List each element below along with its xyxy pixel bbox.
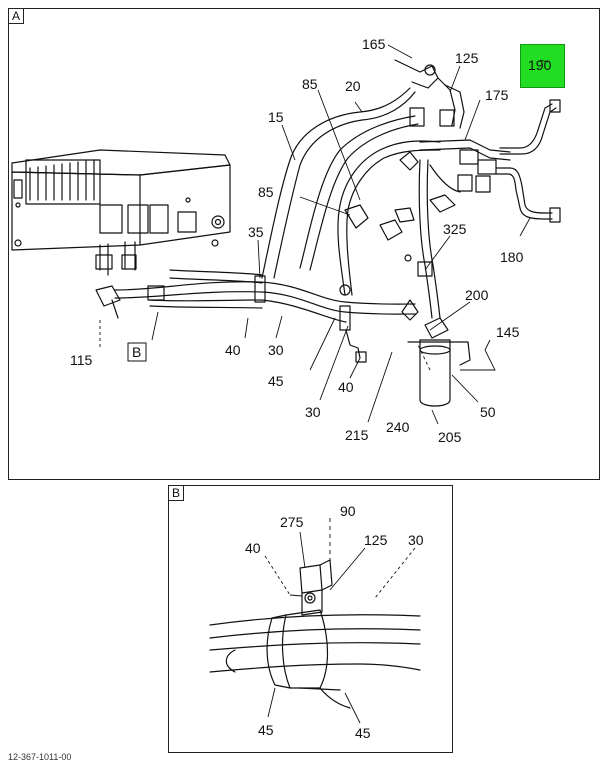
center-fittings xyxy=(339,204,415,296)
hose-lower-pair xyxy=(114,269,416,323)
callout-190-highlight[interactable] xyxy=(520,44,565,88)
leader-lines-a xyxy=(99,44,549,425)
callout-215[interactable]: 215 xyxy=(345,427,369,443)
callout-205[interactable]: 205 xyxy=(438,429,462,445)
callout-40-left[interactable]: 40 xyxy=(225,342,241,358)
hose-15-20-bundle xyxy=(261,87,441,296)
callout-15[interactable]: 15 xyxy=(268,109,284,125)
pipe-190 xyxy=(499,99,561,155)
view-b-panel: B xyxy=(168,485,453,753)
callout-30-left[interactable]: 30 xyxy=(268,342,284,358)
callout-b-45-right[interactable]: 45 xyxy=(355,725,371,741)
callout-240[interactable]: 240 xyxy=(386,419,410,435)
right-fitting-cluster xyxy=(399,139,511,213)
receiver-drier xyxy=(407,317,471,407)
leader-lines-b xyxy=(264,518,416,724)
view-b-reference[interactable]: B xyxy=(127,342,147,362)
callout-b-275[interactable]: 275 xyxy=(280,514,304,530)
lower-center-fittings xyxy=(345,329,367,363)
callout-b-30[interactable]: 30 xyxy=(408,532,424,548)
callouts-a: 165 125 190 85 20 175 15 85 35 325 180 2… xyxy=(70,36,552,445)
detail-bracket xyxy=(299,559,333,616)
callout-20[interactable]: 20 xyxy=(345,78,361,94)
upper-fittings xyxy=(394,59,465,129)
callout-175[interactable]: 175 xyxy=(485,87,509,103)
callout-115[interactable]: 115 xyxy=(70,352,93,368)
callout-145[interactable]: 145 xyxy=(496,324,520,340)
detail-hoses xyxy=(209,614,421,673)
callout-b-45-left[interactable]: 45 xyxy=(258,722,274,738)
view-b-reference-label: B xyxy=(132,344,141,360)
callout-180[interactable]: 180 xyxy=(500,249,524,265)
view-a-panel: A xyxy=(8,8,600,480)
callout-40-center[interactable]: 40 xyxy=(338,379,354,395)
callout-35[interactable]: 35 xyxy=(248,224,264,240)
callout-200[interactable]: 200 xyxy=(465,287,489,303)
hose-325 xyxy=(401,159,441,321)
detail-clamps xyxy=(266,609,351,709)
callout-b-40[interactable]: 40 xyxy=(245,540,261,556)
callout-b-90[interactable]: 90 xyxy=(340,503,356,519)
view-b-tag: B xyxy=(169,486,184,501)
pipe-180 xyxy=(495,167,561,223)
callout-85-lower[interactable]: 85 xyxy=(258,184,274,200)
callout-165[interactable]: 165 xyxy=(362,36,386,52)
callout-190[interactable]: 190 xyxy=(528,57,552,73)
callout-45[interactable]: 45 xyxy=(268,373,284,389)
callout-325[interactable]: 325 xyxy=(443,221,467,237)
view-a-tag: A xyxy=(9,9,24,24)
hvac-unit-box xyxy=(11,149,231,319)
callout-50[interactable]: 50 xyxy=(480,404,496,420)
callout-125[interactable]: 125 xyxy=(455,50,479,66)
callout-85-upper[interactable]: 85 xyxy=(302,76,318,92)
drawing-number: 12-367-1011-00 xyxy=(8,752,72,762)
callout-30-center[interactable]: 30 xyxy=(305,404,321,420)
callouts-b: 275 90 40 125 30 45 45 xyxy=(245,503,424,741)
callout-b-125[interactable]: 125 xyxy=(364,532,388,548)
